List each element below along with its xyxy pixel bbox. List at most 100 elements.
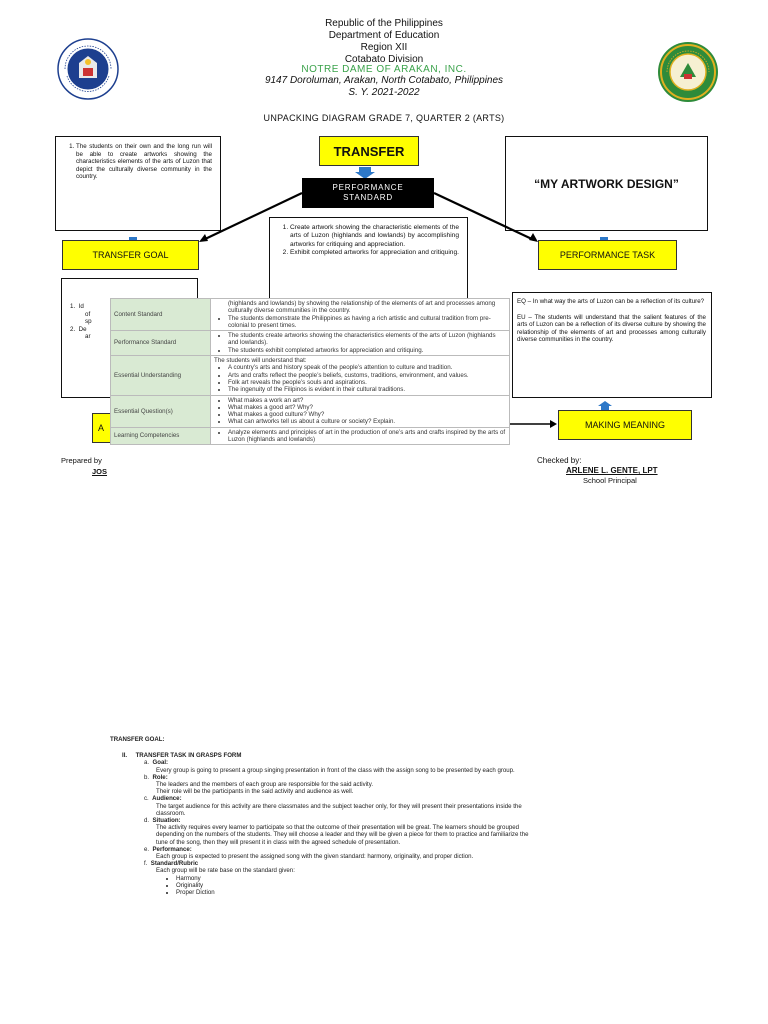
header-republic: Republic of the Philippines xyxy=(325,18,443,29)
grasps-item-label: e. Performance: xyxy=(110,846,530,853)
making-meaning-label: MAKING MEANING xyxy=(558,410,692,440)
grasps-item-key: c. xyxy=(144,795,149,803)
performance-standard-box: Create artwork showing the characteristi… xyxy=(269,217,468,307)
standards-text: The students will understand that: xyxy=(214,357,307,365)
grasps-item-title: Role: xyxy=(152,773,168,781)
grasps-item-text: Each group is expected to present the as… xyxy=(156,853,474,861)
header-school-year: S. Y. 2021-2022 xyxy=(348,87,420,98)
standards-bullet: Folk art reveals the people’s souls and … xyxy=(228,379,506,386)
acquisition-item-2: 2. De xyxy=(70,325,87,333)
performance-task-label: PERFORMANCE TASK xyxy=(538,240,677,270)
rubric-item: Proper Diction xyxy=(176,889,530,896)
grasps-item-label: b. Role: xyxy=(110,774,530,781)
school-seal-logo xyxy=(657,41,719,103)
standards-row-content: The students will understand that:A coun… xyxy=(210,355,510,396)
transfer-goal-box: The students on their own and the long r… xyxy=(55,136,221,231)
grasps-item-label: c. Audience: xyxy=(110,795,530,802)
deped-logo xyxy=(57,38,119,100)
grasps-item-text: Their role will be the participants in t… xyxy=(156,788,354,796)
meaning-eu: EU – The students will understand that t… xyxy=(517,313,706,344)
standards-bullet: What can artworks tell us about a cultur… xyxy=(228,418,506,425)
ps-label-1: PERFORMANCE xyxy=(332,183,404,192)
standards-bullet: What makes a good art? Why? xyxy=(228,404,506,411)
grasps-item-text: Every group is going to present a group … xyxy=(156,766,515,774)
grasps-heading: TRANSFER GOAL: xyxy=(110,736,165,743)
meaning-box: EQ – In what way the arts of Luzon can b… xyxy=(512,292,712,398)
standards-row-content: Analyze elements and principles of art i… xyxy=(210,426,510,446)
grasps-item-text: The leaders and the members of each grou… xyxy=(156,781,374,789)
standards-row-label: Essential Question(s) xyxy=(110,394,211,428)
grasps-item-title: Audience: xyxy=(152,795,182,803)
standards-bullet: Analyze elements and principles of art i… xyxy=(228,429,506,444)
standards-row-content: The students create artworks showing the… xyxy=(210,330,510,357)
transfer-label: TRANSFER xyxy=(319,136,419,166)
grasps-section: TRANSFER GOAL: II. TRANSFER TASK IN GRAS… xyxy=(110,736,530,896)
checked-by-name: ARLENE L. GENTE, LPT xyxy=(566,466,658,475)
header-deped: Department of Education xyxy=(328,30,440,41)
standards-table: Content Standard (highlands and lowlands)… xyxy=(110,298,510,500)
prepared-by-name: JOS xyxy=(92,467,108,476)
standards-text: (highlands and lowlands) by showing the … xyxy=(228,300,496,315)
prepared-by-label: Prepared by xyxy=(61,456,102,465)
standards-row: Content Standard (highlands and lowlands)… xyxy=(110,298,510,332)
standards-bullet: Arts and crafts reflect the people’s bel… xyxy=(228,372,506,379)
standards-row-label: Performance Standard xyxy=(110,330,211,357)
checked-by-title: School Principal xyxy=(583,476,637,485)
acquisition-frag-2: sp xyxy=(85,318,92,326)
grasps-item-label: d. Situation: xyxy=(110,817,530,824)
header-school: NOTRE DAME OF ARAKAN, INC. xyxy=(301,64,467,75)
header-address: 9147 Doroluman, Arakan, North Cotabato, … xyxy=(264,75,504,86)
grasps-item-title: Performance: xyxy=(152,845,192,853)
grasps-item-key: f. xyxy=(144,860,148,868)
acquisition-label-text: A xyxy=(98,423,105,433)
standards-bullet: The ingenuity of the Filipinos is eviden… xyxy=(228,386,506,393)
rubric-item: Harmony xyxy=(176,875,530,882)
acquisition-item-1: 1. Id xyxy=(70,303,84,310)
grasps-item-text: The activity requires every learner to p… xyxy=(156,824,529,846)
header-division: Cotabato Division xyxy=(344,54,424,65)
grasps-item-key: d. xyxy=(144,817,150,825)
grasps-item-label: f. Standard/Rubric xyxy=(110,860,530,867)
ps-item-1: Create artwork showing the characteristi… xyxy=(290,224,459,249)
performance-standard-header: PERFORMANCE STANDARD xyxy=(302,178,434,208)
standards-bullet: What makes a work an art? xyxy=(228,397,506,404)
arrow-up-right xyxy=(598,399,612,412)
transfer-goal-label: TRANSFER GOAL xyxy=(62,240,199,270)
checked-by-label: Checked by: xyxy=(537,456,582,465)
standards-bullet: What makes a good culture? Why? xyxy=(228,411,506,418)
standards-row: Learning Competencies Analyze elements an… xyxy=(110,426,510,446)
grasps-item-title: Situation: xyxy=(152,817,181,825)
rubric-item: Originality xyxy=(176,882,530,889)
acquisition-frag-1: of xyxy=(85,310,91,318)
meaning-eq: EQ – In what way the arts of Luzon can b… xyxy=(517,298,705,305)
grasps-item-title: Goal: xyxy=(152,759,169,767)
ps-label-2: STANDARD xyxy=(343,193,393,202)
standards-row: Performance Standard The students create … xyxy=(110,330,510,357)
performance-task-box: “MY ARTWORK DESIGN” xyxy=(505,136,708,231)
standards-bullet: The students demonstrate the Philippines… xyxy=(228,315,506,330)
standards-row-content: What makes a work an art?What makes a go… xyxy=(210,394,510,428)
standards-row-label: Essential Understanding xyxy=(110,355,211,396)
grasps-item-key: a. xyxy=(144,759,150,767)
acquisition-frag-3: ar xyxy=(85,333,91,341)
standards-row: Essential Question(s)What makes a work a… xyxy=(110,394,510,428)
grasps-item-text: The target audience for this activity ar… xyxy=(156,802,522,817)
grasps-item-text: Each group will be rate base on the stan… xyxy=(156,867,295,875)
grasps-section-title: II. TRANSFER TASK IN GRASPS FORM xyxy=(122,752,242,760)
performance-task-text: “MY ARTWORK DESIGN” xyxy=(534,176,679,191)
standards-bullet: The students create artworks showing the… xyxy=(228,332,506,347)
standards-bullet: A country’s arts and history speak of th… xyxy=(228,364,506,371)
arrow-down-center xyxy=(355,166,375,179)
page-title: UNPACKING DIAGRAM GRADE 7, QUARTER 2 (AR… xyxy=(263,113,505,123)
header-region: Region XII xyxy=(360,42,408,53)
standards-row-label: Learning Competencies xyxy=(110,426,211,446)
grasps-item-key: e. xyxy=(144,845,150,853)
ps-item-2: Exhibit completed artworks for appreciat… xyxy=(290,249,459,257)
grasps-item-key: b. xyxy=(144,773,150,781)
standards-row-content: (highlands and lowlands) by showing the … xyxy=(210,298,510,332)
standards-bullet: The students exhibit completed artworks … xyxy=(228,347,506,354)
standards-row-label: Content Standard xyxy=(110,298,211,332)
grasps-item-title: Standard/Rubric xyxy=(150,860,199,868)
